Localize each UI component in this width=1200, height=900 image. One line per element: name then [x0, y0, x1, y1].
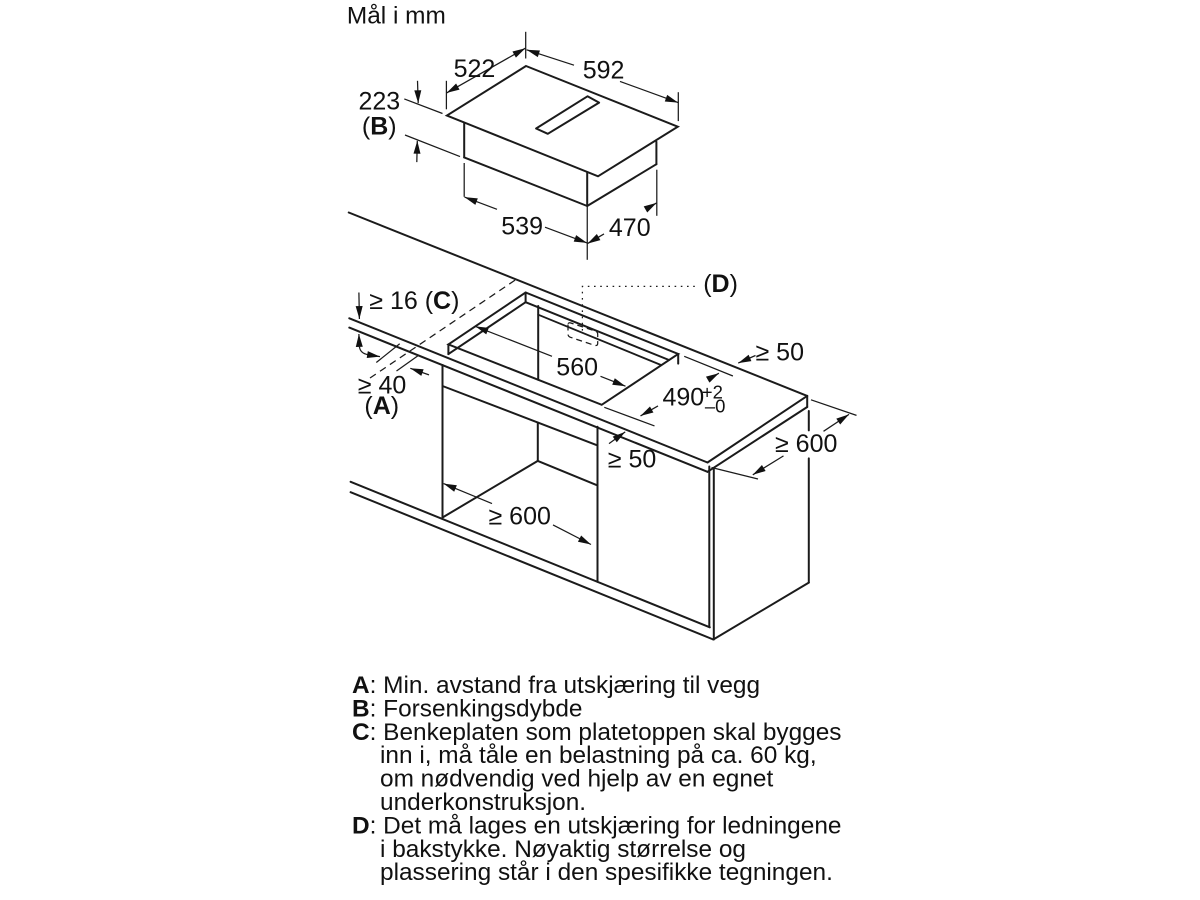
svg-text:560: 560	[556, 353, 598, 381]
svg-text:539: 539	[501, 213, 543, 241]
svg-text:≥ 600: ≥ 600	[489, 503, 551, 531]
svg-text:Mål i mm: Mål i mm	[347, 2, 446, 29]
svg-text:om nødvendig ved hjelp av en e: om nødvendig ved hjelp av en egnet	[380, 766, 773, 793]
svg-text:+2: +2	[702, 382, 723, 403]
svg-text:plassering står i den spesifik: plassering står i den spesifikke tegning…	[380, 859, 833, 886]
svg-text:≥ 600: ≥ 600	[775, 430, 837, 458]
svg-text:C: Benkeplaten som platetoppen: C: Benkeplaten som platetoppen skal bygg…	[352, 719, 842, 746]
svg-text:(B): (B)	[362, 113, 397, 141]
svg-text:B: Forsenkingsdybde: B: Forsenkingsdybde	[352, 695, 582, 722]
svg-text:D: Det må lages en utskjæring: D: Det må lages en utskjæring for lednin…	[352, 812, 841, 839]
svg-text:470: 470	[609, 214, 651, 242]
svg-text:592: 592	[583, 57, 625, 85]
svg-text:≥ 16 (C): ≥ 16 (C)	[369, 287, 459, 315]
svg-text:–0: –0	[705, 395, 726, 416]
svg-text:≥ 50: ≥ 50	[608, 446, 656, 474]
svg-text:≥ 50: ≥ 50	[756, 339, 804, 367]
svg-text:inn i, må tåle en belastning p: inn i, må tåle en belastning på ca. 60 k…	[380, 742, 817, 769]
svg-text:223: 223	[359, 88, 401, 116]
svg-text:underkonstruksjon.: underkonstruksjon.	[380, 789, 586, 816]
svg-text:A: Min. avstand fra utskjæring: A: Min. avstand fra utskjæring til vegg	[352, 672, 760, 699]
svg-text:490: 490	[663, 384, 705, 412]
svg-text:i bakstykke. Nøyaktig størrels: i bakstykke. Nøyaktig størrelse og	[380, 836, 746, 863]
svg-text:522: 522	[454, 55, 496, 83]
svg-text:≥ 40: ≥ 40	[358, 371, 406, 399]
svg-text:(A): (A)	[364, 392, 399, 420]
svg-text:(D): (D)	[703, 270, 738, 298]
